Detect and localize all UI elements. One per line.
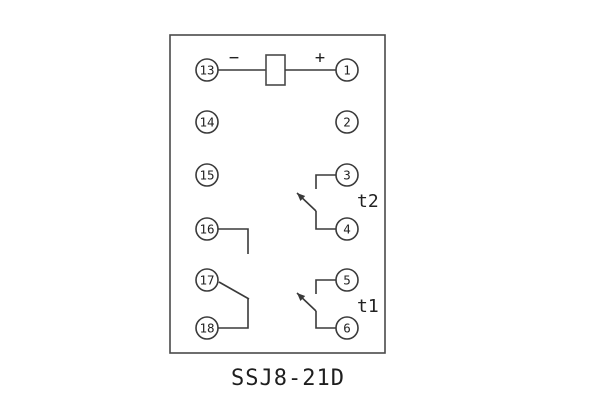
terminal-16: 16 [195,217,219,241]
terminal-6-circle [335,316,359,340]
terminal-3-circle [335,163,359,187]
terminal-16-number: 16 [199,222,214,237]
t1-label: t1 [357,296,379,317]
terminal-13: 13 [195,58,219,82]
terminal-15: 15 [195,163,219,187]
terminal-16-circle [195,217,219,241]
t2-blade-arrow-icon [297,193,306,201]
terminal-5-number: 5 [343,273,351,288]
terminal-15-circle [195,163,219,187]
terminal-6: 6 [335,316,359,340]
terminal-1: 1 [335,58,359,82]
terminal-5-circle [335,268,359,292]
terminal-15-number: 15 [199,168,214,183]
contact-17-blade [218,281,250,300]
terminal-18-circle [195,316,219,340]
t2-blade-stem-wire [315,211,336,230]
terminal-14-number: 14 [199,115,214,130]
polarity-plus-label: + [315,48,325,68]
contact-16-wire [218,228,249,254]
t1-blade-stem-wire [315,311,336,329]
t2-label: t2 [357,191,379,212]
terminal-1-circle [335,58,359,82]
terminal-2-number: 2 [343,115,351,130]
terminal-3-number: 3 [343,168,351,183]
coil-symbol [265,54,286,86]
t1-blade-arrow-icon [297,293,306,301]
terminal-17-circle [195,268,219,292]
t1-fixed-contact-wire [315,279,336,294]
terminal-13-number: 13 [199,63,214,78]
terminal-18: 18 [195,316,219,340]
relay-case-outline [169,34,386,354]
t2-fixed-contact-wire [315,174,336,189]
contact-18-wire [218,299,249,329]
terminal-4: 4 [335,217,359,241]
terminal-2-circle [335,110,359,134]
terminal-18-number: 18 [199,321,214,336]
terminal-5: 5 [335,268,359,292]
terminal-2: 2 [335,110,359,134]
terminal-1-number: 1 [343,63,351,78]
terminal-4-number: 4 [343,222,351,237]
terminal-3: 3 [335,163,359,187]
terminal-14: 14 [195,110,219,134]
terminal-6-number: 6 [343,321,351,336]
terminal-17-number: 17 [199,273,214,288]
terminal-4-circle [335,217,359,241]
terminal-13-circle [195,58,219,82]
terminal-17: 17 [195,268,219,292]
model-caption: SSJ8-21D [231,366,345,391]
terminal-14-circle [195,110,219,134]
polarity-minus-label: − [229,48,239,68]
